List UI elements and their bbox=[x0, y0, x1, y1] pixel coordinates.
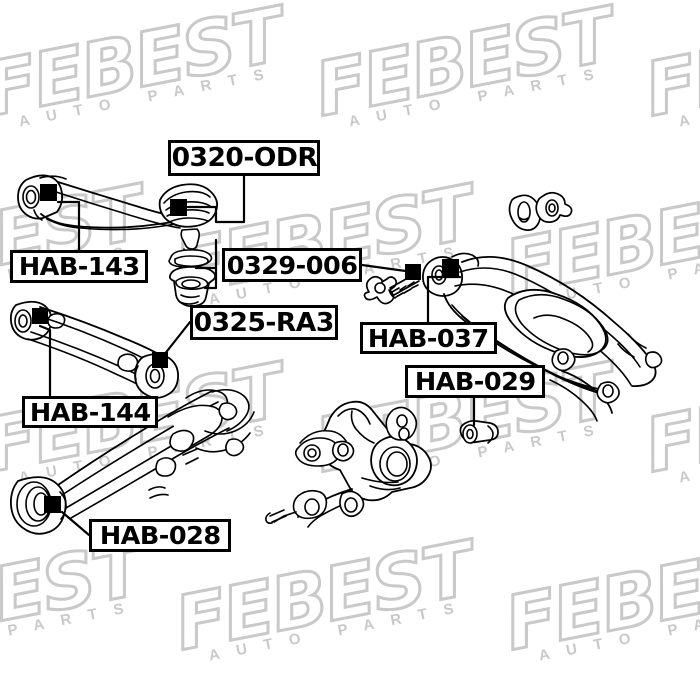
part-rear-knuckle bbox=[265, 400, 432, 528]
label-text-0329-006: 0329-006 bbox=[226, 250, 358, 280]
bushing-markers bbox=[32, 184, 459, 513]
label-text-hab-037: HAB-037 bbox=[368, 323, 489, 353]
label-hab-028[interactable]: HAB-028 bbox=[89, 519, 231, 552]
label-hab-143[interactable]: HAB-143 bbox=[10, 250, 148, 283]
label-hab-144[interactable]: HAB-144 bbox=[22, 396, 158, 428]
label-text-hab-143: HAB-143 bbox=[18, 252, 140, 281]
part-upper-control-arm bbox=[17, 174, 219, 308]
label-hab-037[interactable]: HAB-037 bbox=[360, 322, 497, 354]
leader-lines bbox=[38, 174, 476, 537]
part-washer-and-nut bbox=[508, 191, 573, 231]
label-text-hab-144: HAB-144 bbox=[29, 397, 151, 427]
label-hab-029[interactable]: HAB-029 bbox=[405, 365, 545, 398]
label-0320-odr[interactable]: 0320-ODR bbox=[168, 140, 320, 176]
label-0325-ra3[interactable]: 0325-RA3 bbox=[190, 305, 338, 340]
label-text-0325-ra3: 0325-RA3 bbox=[193, 307, 335, 338]
label-0329-006[interactable]: 0329-006 bbox=[222, 248, 362, 282]
part-trailing-arm bbox=[9, 388, 255, 535]
label-text-0320-odr: 0320-ODR bbox=[171, 143, 317, 173]
part-small-bushing bbox=[459, 419, 499, 444]
label-text-hab-028: HAB-028 bbox=[99, 521, 221, 550]
label-text-hab-029: HAB-029 bbox=[414, 367, 536, 396]
